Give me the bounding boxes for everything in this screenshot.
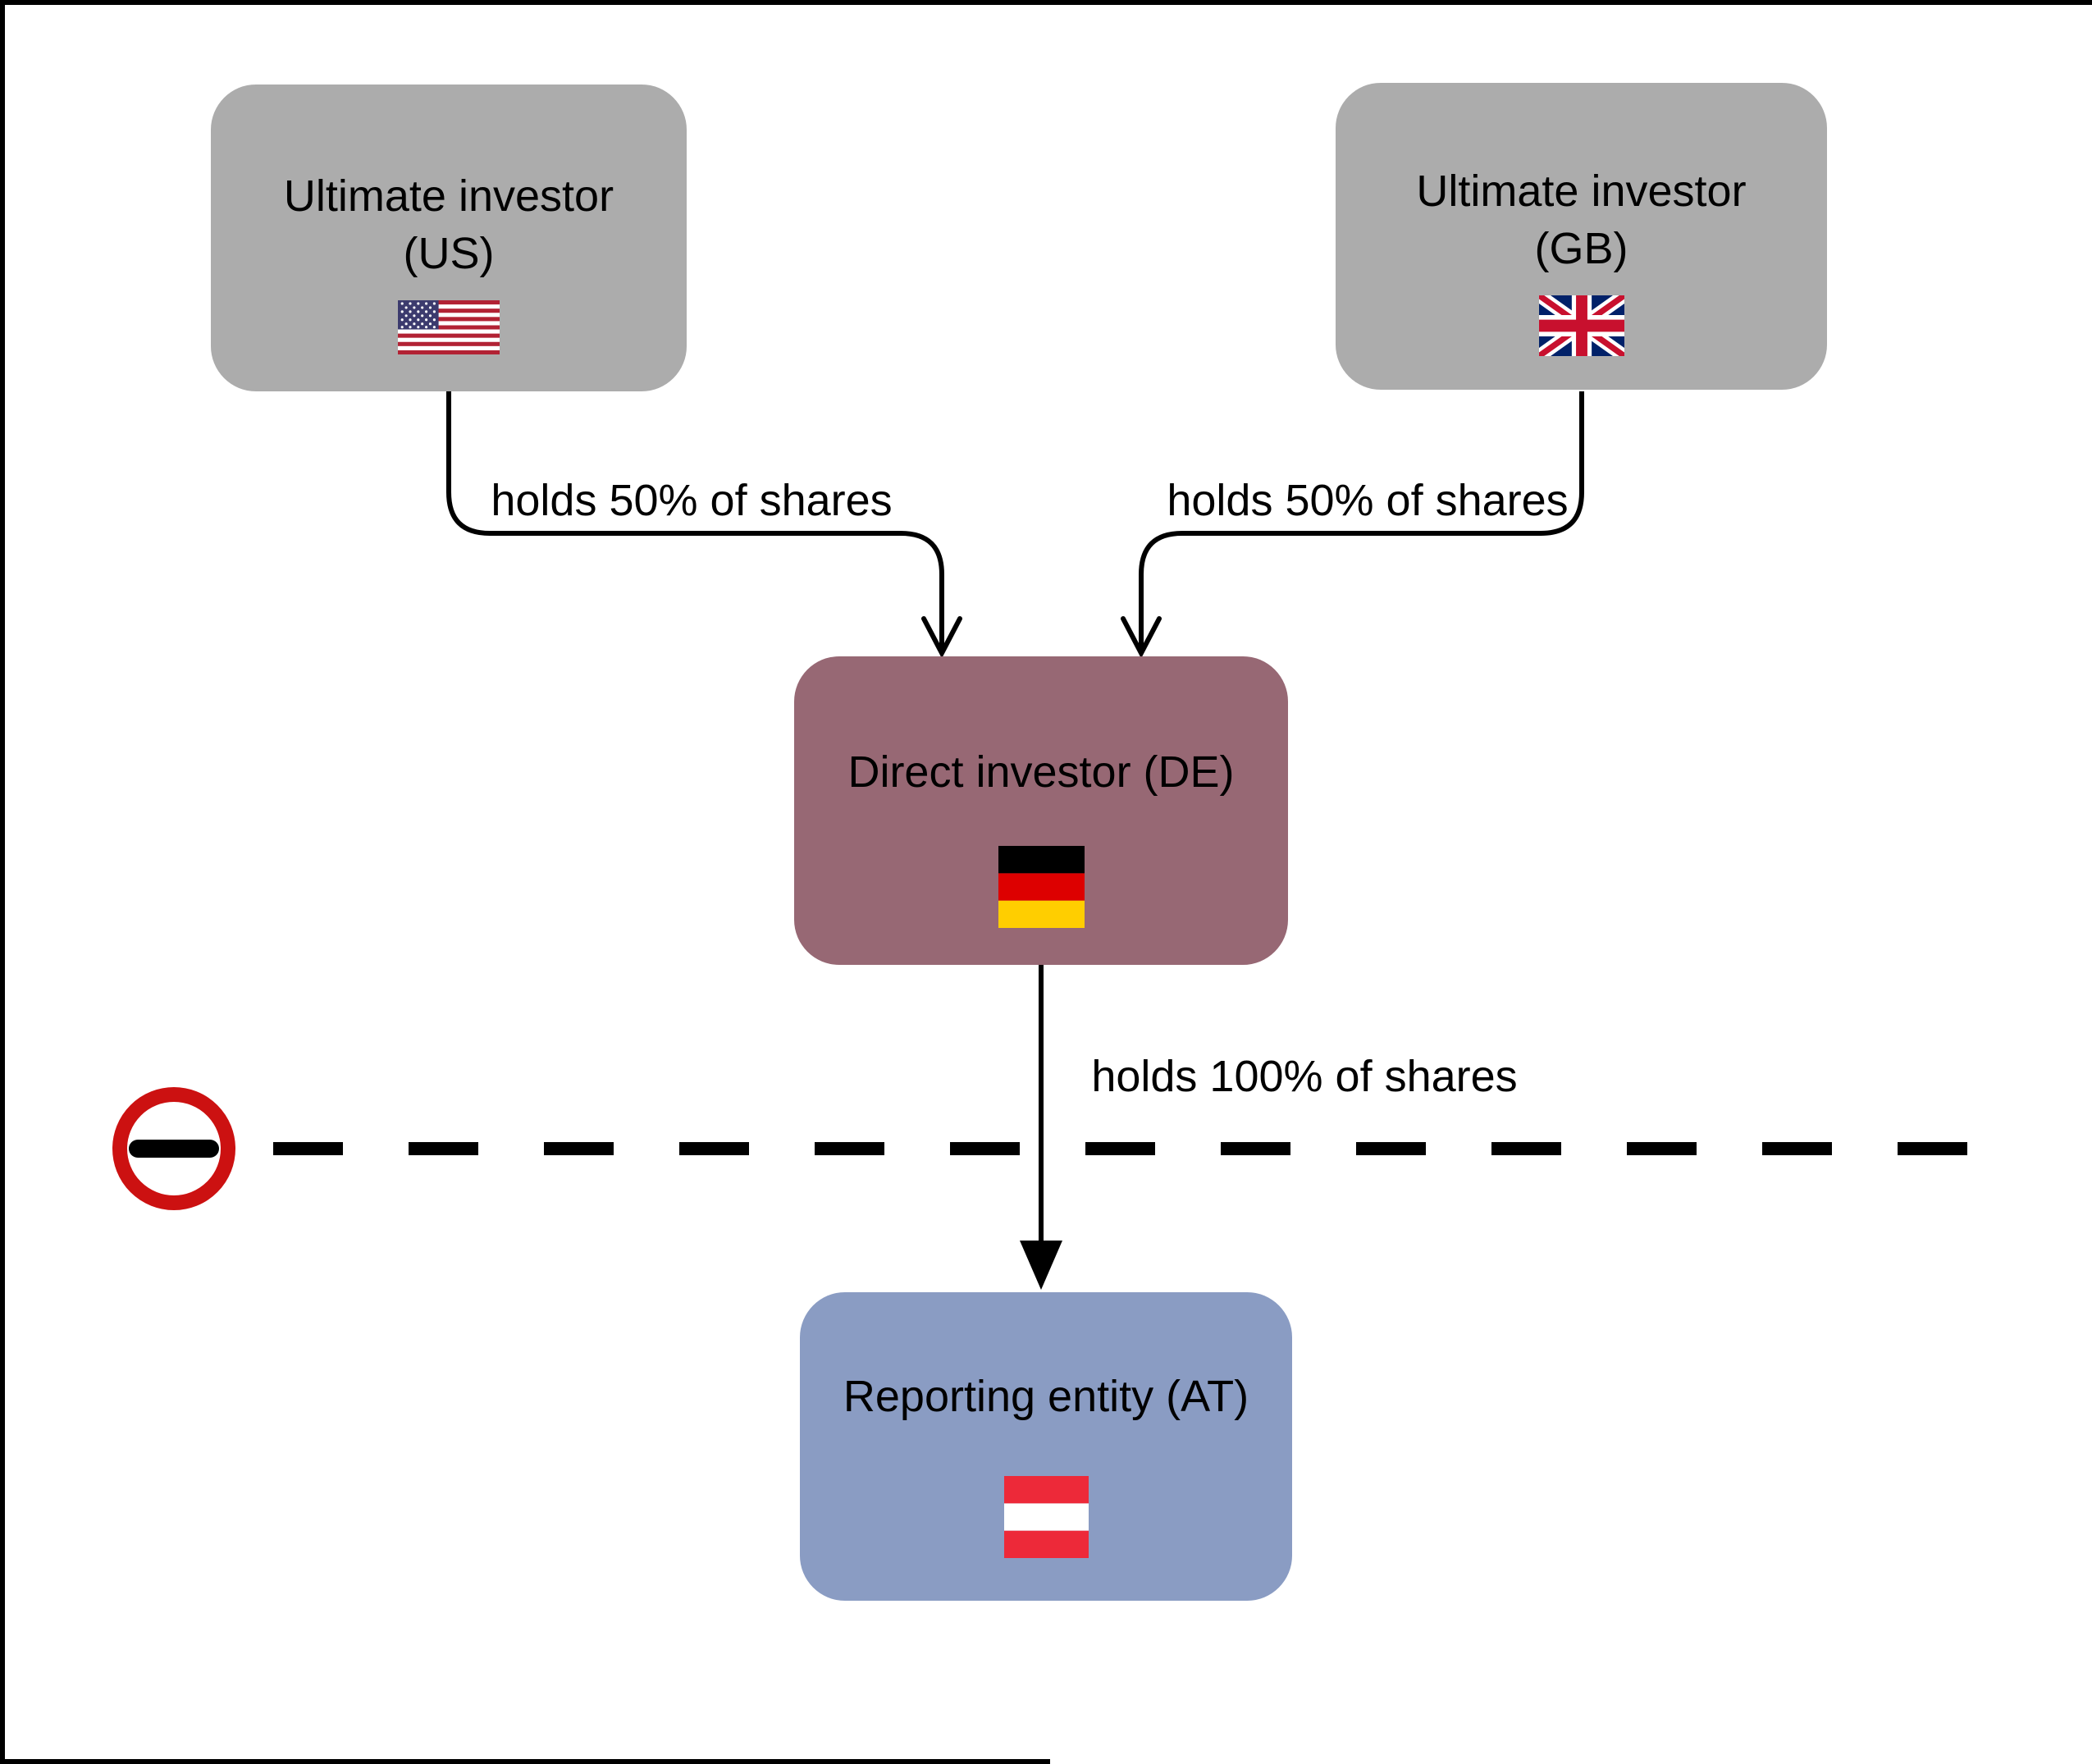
at-flag-icon (1003, 1476, 1089, 1558)
edge-label-us-de: holds 50% of shares (491, 476, 893, 525)
node-direct-investor-de: Direct investor (DE) (794, 656, 1288, 965)
de-flag-icon (998, 845, 1085, 928)
node-title-gb-line1: Ultimate investor (1416, 166, 1747, 216)
arrowhead-gb-de (1121, 616, 1162, 659)
node-ultimate-investor-us: Ultimate investor (US) (211, 85, 687, 391)
frame-left-border (0, 0, 5, 1764)
gb-flag-icon (1538, 295, 1624, 356)
node-title-gb: Ultimate investor (GB) (1416, 162, 1746, 277)
edge-gb-to-de (1121, 391, 1584, 659)
arrowhead-de-at (1020, 1241, 1062, 1290)
node-title-gb-line2: (GB) (1534, 223, 1628, 273)
node-title-de: Direct investor (DE) (847, 747, 1235, 797)
node-title-us-line1: Ultimate investor (283, 171, 614, 221)
node-ultimate-investor-gb: Ultimate investor (GB) (1336, 83, 1827, 390)
frame-bottom-border (0, 1759, 1050, 1764)
edge-label-gb-de: holds 50% of shares (1167, 476, 1569, 525)
node-reporting-entity-at: Reporting entity (AT) (800, 1292, 1292, 1601)
edge-de-to-at (1020, 965, 1062, 1290)
edge-label-de-at: holds 100% of shares (1091, 1052, 1518, 1101)
arrowhead-us-de (921, 616, 962, 659)
node-title-us: Ultimate investor (US) (284, 167, 614, 282)
us-flag-icon (398, 299, 500, 354)
frame-top-border (0, 0, 2092, 5)
node-title-at: Reporting entity (AT) (843, 1372, 1249, 1421)
node-title-us-line2: (US) (403, 228, 495, 278)
no-entry-icon (112, 1087, 235, 1210)
edge-us-to-de (446, 391, 962, 659)
